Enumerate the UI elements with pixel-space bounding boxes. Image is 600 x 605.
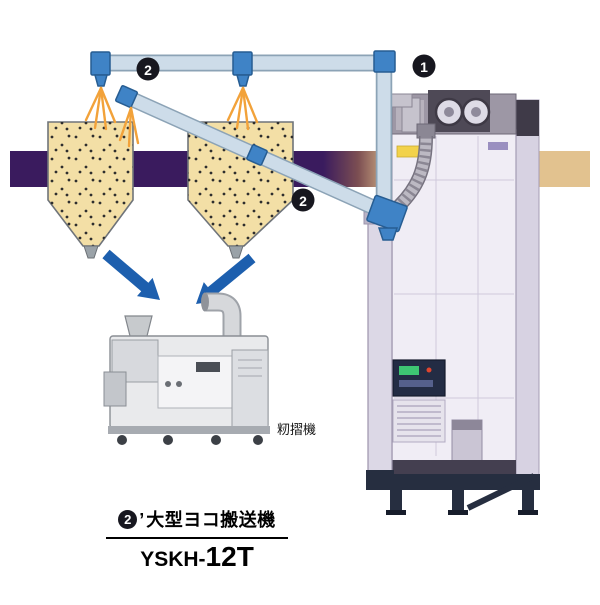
flow-arrows [102,249,256,304]
huller-caster [253,435,263,445]
huller-machine [103,292,270,445]
arrow-left-hopper-to-huller [102,249,160,300]
dryer-leg [390,490,402,512]
huller-label: 籾摺機 [277,422,316,437]
caption-divider [106,537,288,539]
badge-2-conveyor: 2 [291,188,315,212]
pipe-joints [90,50,408,241]
dryer-leg [522,490,534,512]
badge-1-number: 1 [420,59,428,75]
model-prefix: YSKH- [140,548,206,571]
pipe-elbow-left [90,51,111,76]
dryer-louver-vent [392,399,446,443]
caption: 2’大型ヨコ搬送機 YSKH-12T [92,510,302,571]
grain-dryer [363,90,540,515]
dryer-inlet-joint [366,194,408,233]
diagonal-pipe-start-joint [115,85,138,108]
caption-title: 大型ヨコ搬送機 [146,509,276,530]
dryer-inlet-column [367,219,393,475]
diagonal-pipe-mid-joint [246,144,268,166]
arrow-right-hopper-to-huller [196,253,256,304]
badge-2-top: 2 [136,57,160,81]
left-hopper-spout [83,245,99,259]
right-hopper-spout [228,245,244,259]
huller-duct-opening [201,292,209,312]
badge-2-conveyor-number: 2 [299,193,307,209]
left-hopper [47,121,134,259]
huller-caster [211,435,221,445]
dryer-control-panel [392,359,446,397]
huller-caster [163,435,173,445]
huller-caster [117,435,127,445]
dryer-brace [466,473,536,511]
caption-prime: ’ [139,509,145,530]
dryer-base-frame [384,474,540,490]
badge-2-top-number: 2 [144,62,152,78]
discharge-nozzle-left [94,74,108,87]
grain-spray-fans [84,86,259,148]
flexible-hose [393,123,436,211]
caption-badge: 2 [118,510,138,529]
pipe-joint-mid [232,51,253,76]
dryer-inlet-nozzle [377,227,399,241]
model-size: 12T [205,541,254,572]
pipe-corner-joint [373,50,396,73]
badge-1: 1 [412,54,436,78]
discharge-nozzle-mid [236,74,250,87]
model-number: YSKH-12T [92,543,302,571]
dryer-leg [452,490,464,512]
dryer-side-face [515,99,540,477]
caption-title-line: 2’大型ヨコ搬送機 [92,510,302,529]
